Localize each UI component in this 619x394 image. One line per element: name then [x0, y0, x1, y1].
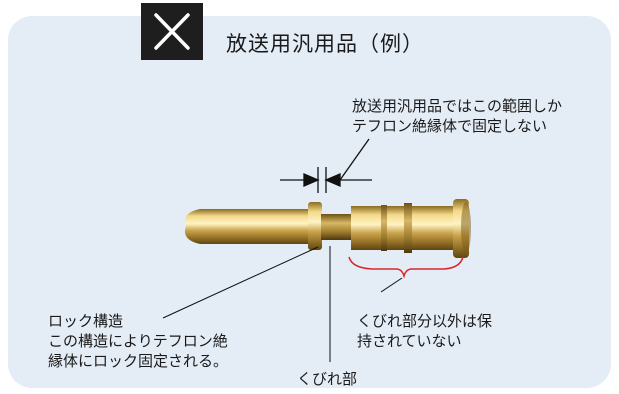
pin-tip — [184, 209, 310, 244]
other-leader-line — [380, 277, 403, 293]
neck-groove — [321, 214, 353, 240]
lock-structure-label: ロック構造 この構造によりテフロン絶 縁体にロック固定される。 — [48, 312, 229, 370]
neck-label: くびれ部 — [297, 370, 358, 388]
cross-mark-icon — [141, 3, 203, 60]
page-title: 放送用汎用品（例） — [226, 32, 424, 56]
dimension-arrows — [280, 138, 372, 193]
pin-barrel — [351, 206, 455, 250]
lock-leader-line — [162, 246, 319, 319]
unsupported-note: くびれ部分以外は保 持されていない — [357, 312, 493, 350]
red-brace — [348, 256, 464, 279]
note-top: 放送用汎用品ではこの範囲しか テフロン絶縁体で固定しない — [352, 97, 563, 135]
lock-collar — [308, 202, 322, 250]
diagram-panel — [8, 16, 611, 388]
